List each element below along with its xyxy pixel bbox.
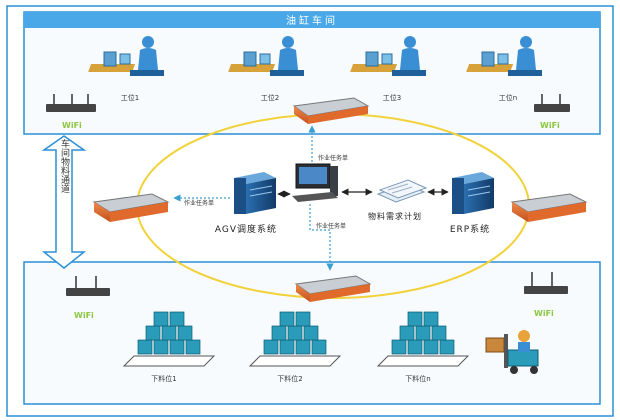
loading-station-1: 下料位1 [122, 311, 216, 383]
agv-left [92, 193, 170, 222]
header-title: 油缸车间 [286, 14, 338, 27]
router-icon [524, 286, 568, 294]
workstation-n: 工位n [466, 36, 542, 102]
task-label-bottom: 作业任务单 [316, 222, 346, 230]
workstation-label: 工位n [499, 93, 517, 102]
router-bottom-left: WiFi [66, 276, 110, 320]
material-plan-label: 物料需求计划 [368, 211, 422, 221]
router-bottom-right: WiFi [524, 272, 568, 318]
loading-station-n: 下料位n [376, 311, 470, 383]
loading-station-2: 下料位2 [248, 311, 342, 383]
workstation-label: 工位2 [261, 93, 279, 102]
wifi-icon: WiFi [74, 311, 94, 320]
worker-icon [142, 36, 154, 48]
header-bar [24, 12, 600, 28]
workstation-1: 工位1 [88, 36, 164, 102]
material-channel-arrow: 车间物料通道 [41, 135, 87, 269]
wifi-icon: WiFi [534, 309, 554, 318]
workstation-label: 工位3 [383, 93, 401, 102]
material-plan-documents [376, 179, 428, 203]
worker-icon [404, 36, 416, 48]
workstation-2: 工位2 [228, 36, 304, 102]
agv-server [234, 172, 276, 214]
forklift-worker [485, 330, 539, 374]
router-icon [66, 288, 110, 296]
wifi-icon: WiFi [62, 121, 82, 130]
agv-bottom [294, 275, 372, 302]
agv-top [292, 97, 370, 124]
workstation-3: 工位3 [350, 36, 426, 102]
material-channel-label: 车间物料通道 [59, 138, 70, 194]
task-label-top: 作业任务单 [318, 154, 348, 162]
worker-icon [282, 36, 294, 48]
router-top-right: WiFi [534, 94, 570, 130]
router-top-left: WiFi [46, 94, 96, 130]
erp-server [452, 172, 494, 214]
agv-system-label: AGV调度系统 [215, 223, 277, 235]
router-icon [46, 104, 96, 112]
agv-right [510, 193, 588, 222]
task-label-left: 作业任务单 [184, 199, 214, 207]
workstation-label: 工位1 [121, 93, 139, 102]
loading-station-label: 下料位n [405, 374, 430, 383]
task-arrow-bottom [309, 204, 334, 271]
wifi-icon: WiFi [540, 121, 560, 130]
worker-icon [520, 36, 532, 48]
erp-system-label: ERP系统 [450, 223, 490, 235]
worker-icon [518, 330, 530, 342]
loading-station-label: 下料位1 [151, 374, 176, 383]
router-icon [534, 104, 570, 112]
central-pc [292, 163, 338, 202]
loading-station-label: 下料位2 [277, 374, 302, 383]
